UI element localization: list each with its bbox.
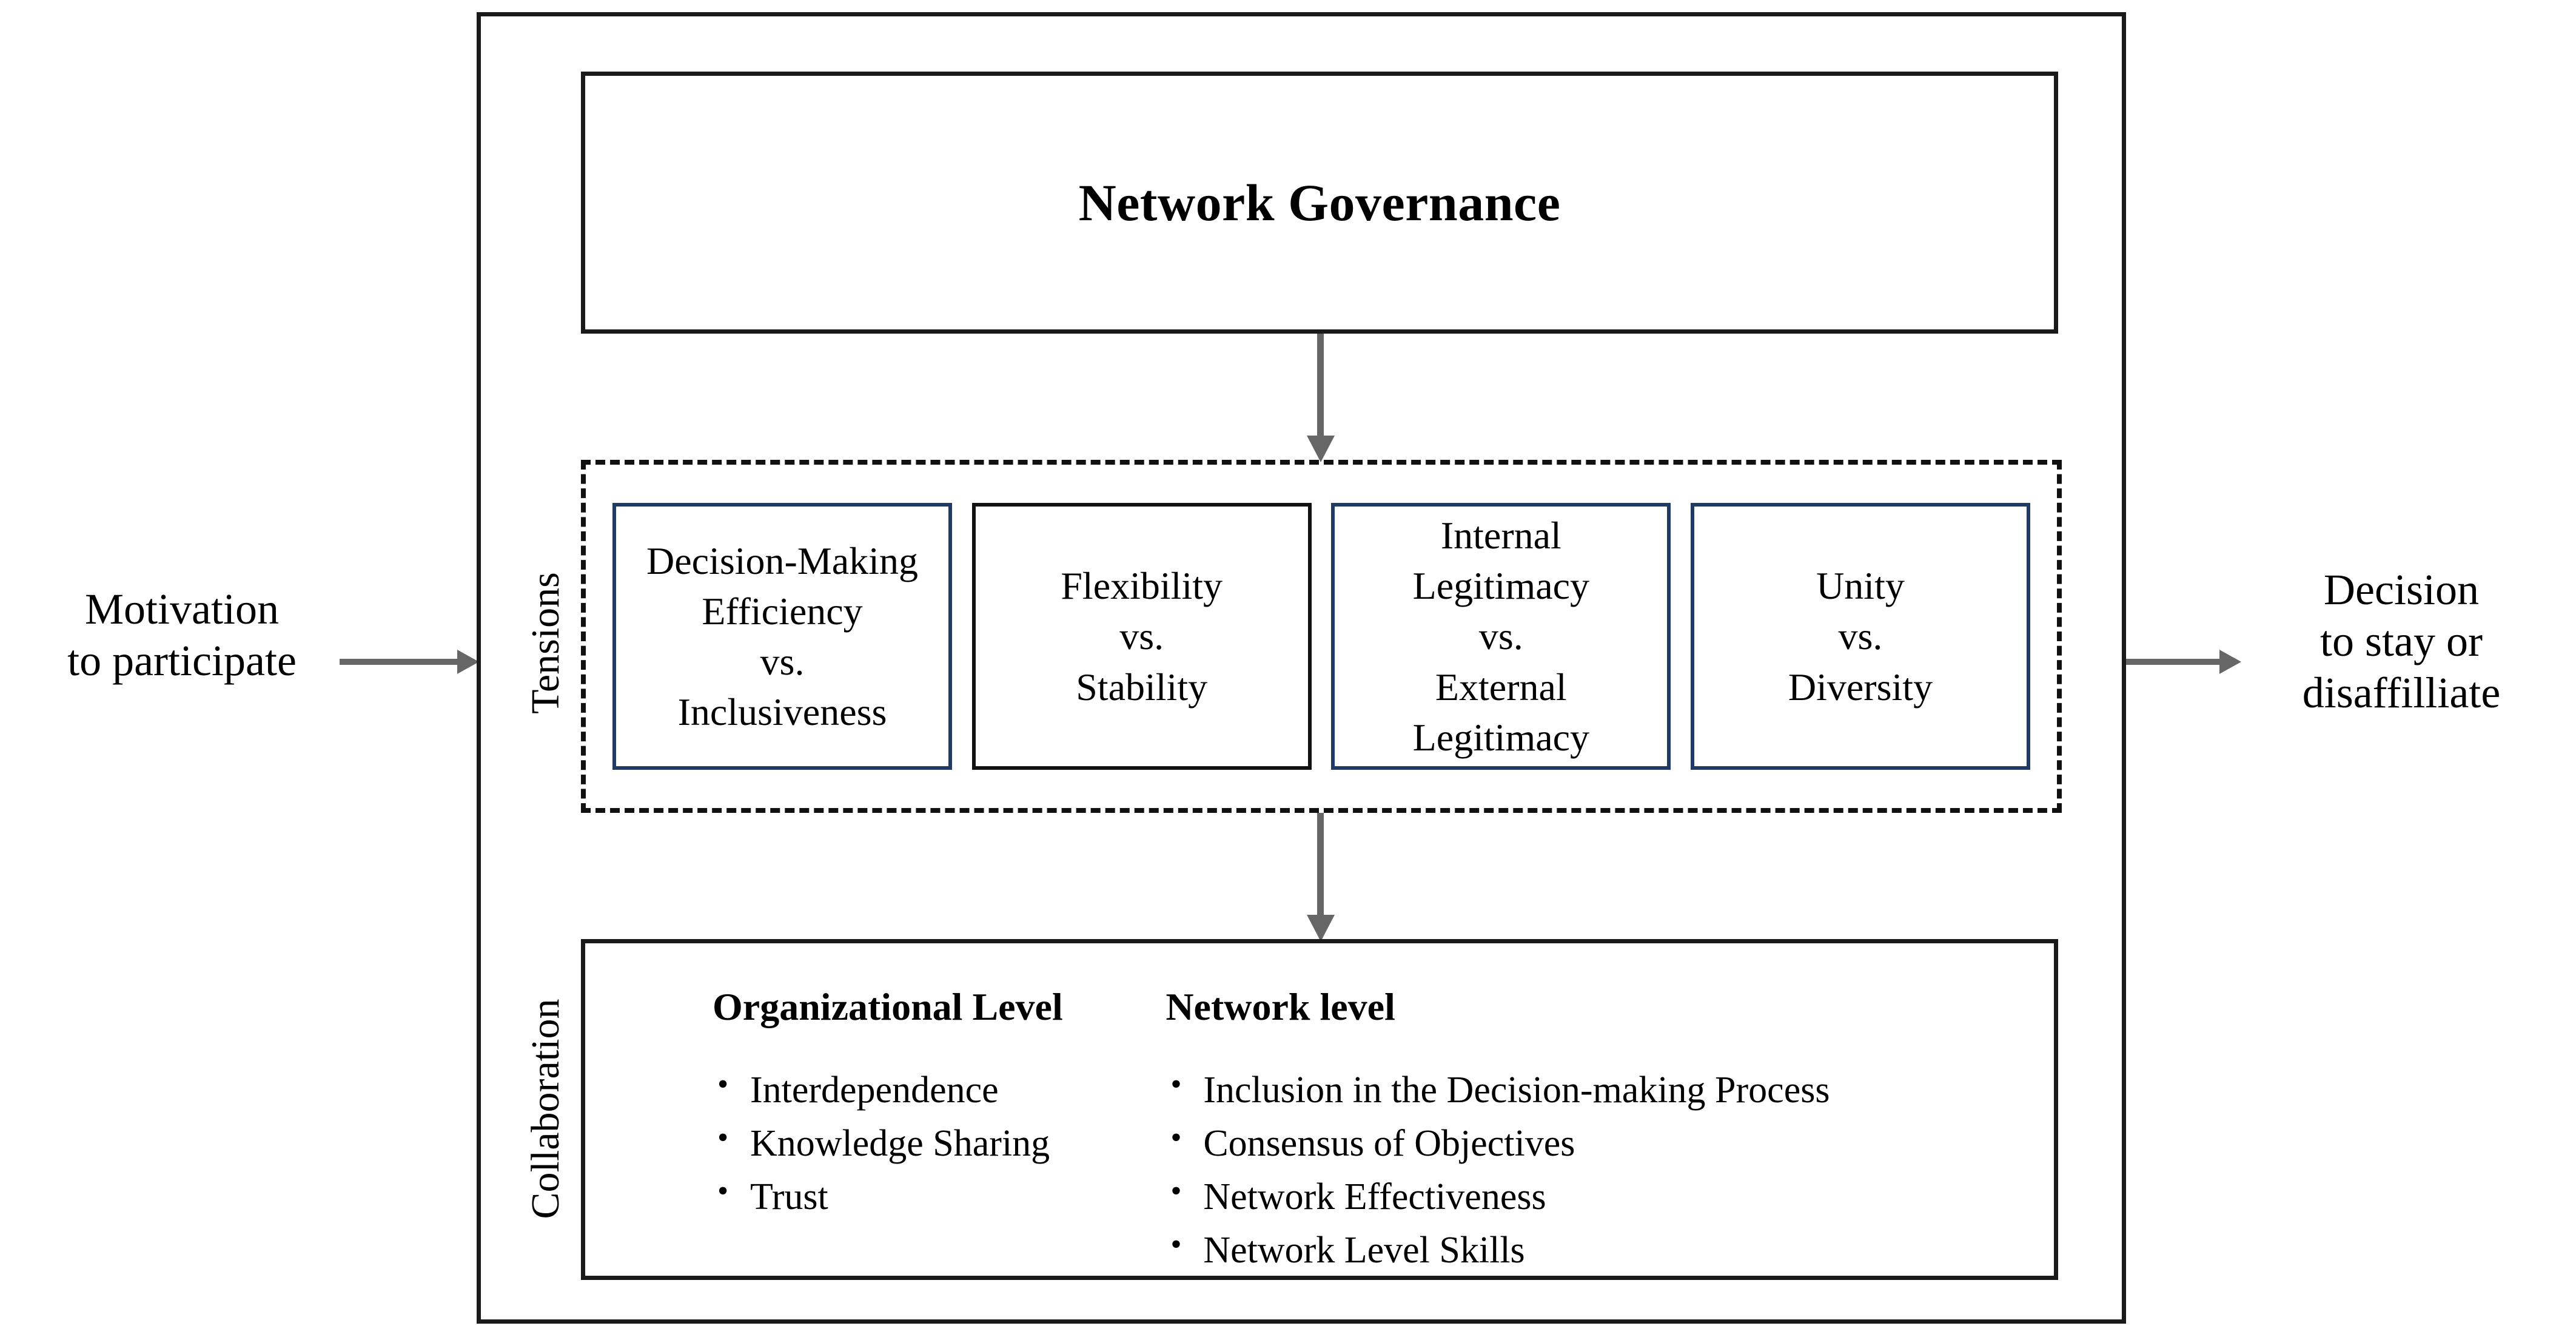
framework-outer-frame — [477, 12, 2126, 1324]
list-item: Network Level Skills — [1166, 1222, 2054, 1277]
arrow-head — [457, 650, 479, 674]
list-item: Knowledge Sharing — [713, 1116, 1159, 1170]
list-item: Trust — [713, 1169, 1159, 1224]
network-level-list: Inclusion in the Decision-making Process… — [1166, 1062, 2054, 1277]
input-arrow-icon — [340, 650, 479, 674]
collaboration-band-label: Collaboration — [523, 999, 568, 1219]
list-item: Consensus of Objectives — [1166, 1116, 2054, 1170]
tensions-to-collaboration-arrow-icon — [1307, 813, 1335, 941]
tension-box-text: Flexibility vs. Stability — [1061, 564, 1223, 709]
arrow-head — [2219, 650, 2241, 674]
network-level-heading: Network level — [1166, 985, 1395, 1028]
tension-box: Flexibility vs. Stability — [971, 503, 1312, 770]
tensions-container: Decision-Making Efficiency vs. Inclusive… — [581, 460, 2062, 813]
list-item: Network Effectiveness — [1166, 1169, 2054, 1224]
decision-to-stay-or-disaffiliate-label: Decision to stay or disaffilliate — [2302, 565, 2501, 717]
network-governance-box: Network Governance — [581, 72, 2058, 334]
list-item: Interdependence — [713, 1062, 1159, 1117]
network-governance-title: Network Governance — [1078, 173, 1561, 232]
arrow-shaft — [1317, 813, 1324, 920]
tension-box: Internal Legitimacy vs. External Legitim… — [1331, 503, 1671, 770]
arrow-shaft — [340, 659, 458, 665]
tension-box-text: Internal Legitimacy vs. External Legitim… — [1412, 514, 1590, 759]
network-level-column: Network level Inclusion in the Decision-… — [1159, 985, 2054, 1277]
arrow-shaft — [1317, 334, 1324, 440]
governance-to-tensions-arrow-icon — [1307, 334, 1335, 462]
tension-box: Decision-Making Efficiency vs. Inclusive… — [612, 503, 952, 770]
motivation-to-participate-label: Motivation to participate — [67, 585, 297, 685]
tension-box-text: Decision-Making Efficiency vs. Inclusive… — [646, 539, 918, 734]
tension-box-text: Unity vs. Diversity — [1788, 564, 1933, 709]
organizational-level-heading: Organizational Level — [713, 985, 1063, 1028]
arrow-head — [1307, 436, 1335, 462]
collaboration-box: Organizational Level Interdependence Kno… — [581, 939, 2058, 1280]
organizational-level-column: Organizational Level Interdependence Kno… — [585, 985, 1159, 1224]
arrow-head — [1307, 915, 1335, 941]
arrow-shaft — [2126, 659, 2221, 665]
output-arrow-icon — [2126, 650, 2241, 674]
tension-box: Unity vs. Diversity — [1690, 503, 2030, 770]
tensions-band-label: Tensions — [523, 572, 568, 714]
list-item: Inclusion in the Decision-making Process — [1166, 1062, 2054, 1117]
organizational-level-list: Interdependence Knowledge Sharing Trust — [713, 1062, 1159, 1224]
